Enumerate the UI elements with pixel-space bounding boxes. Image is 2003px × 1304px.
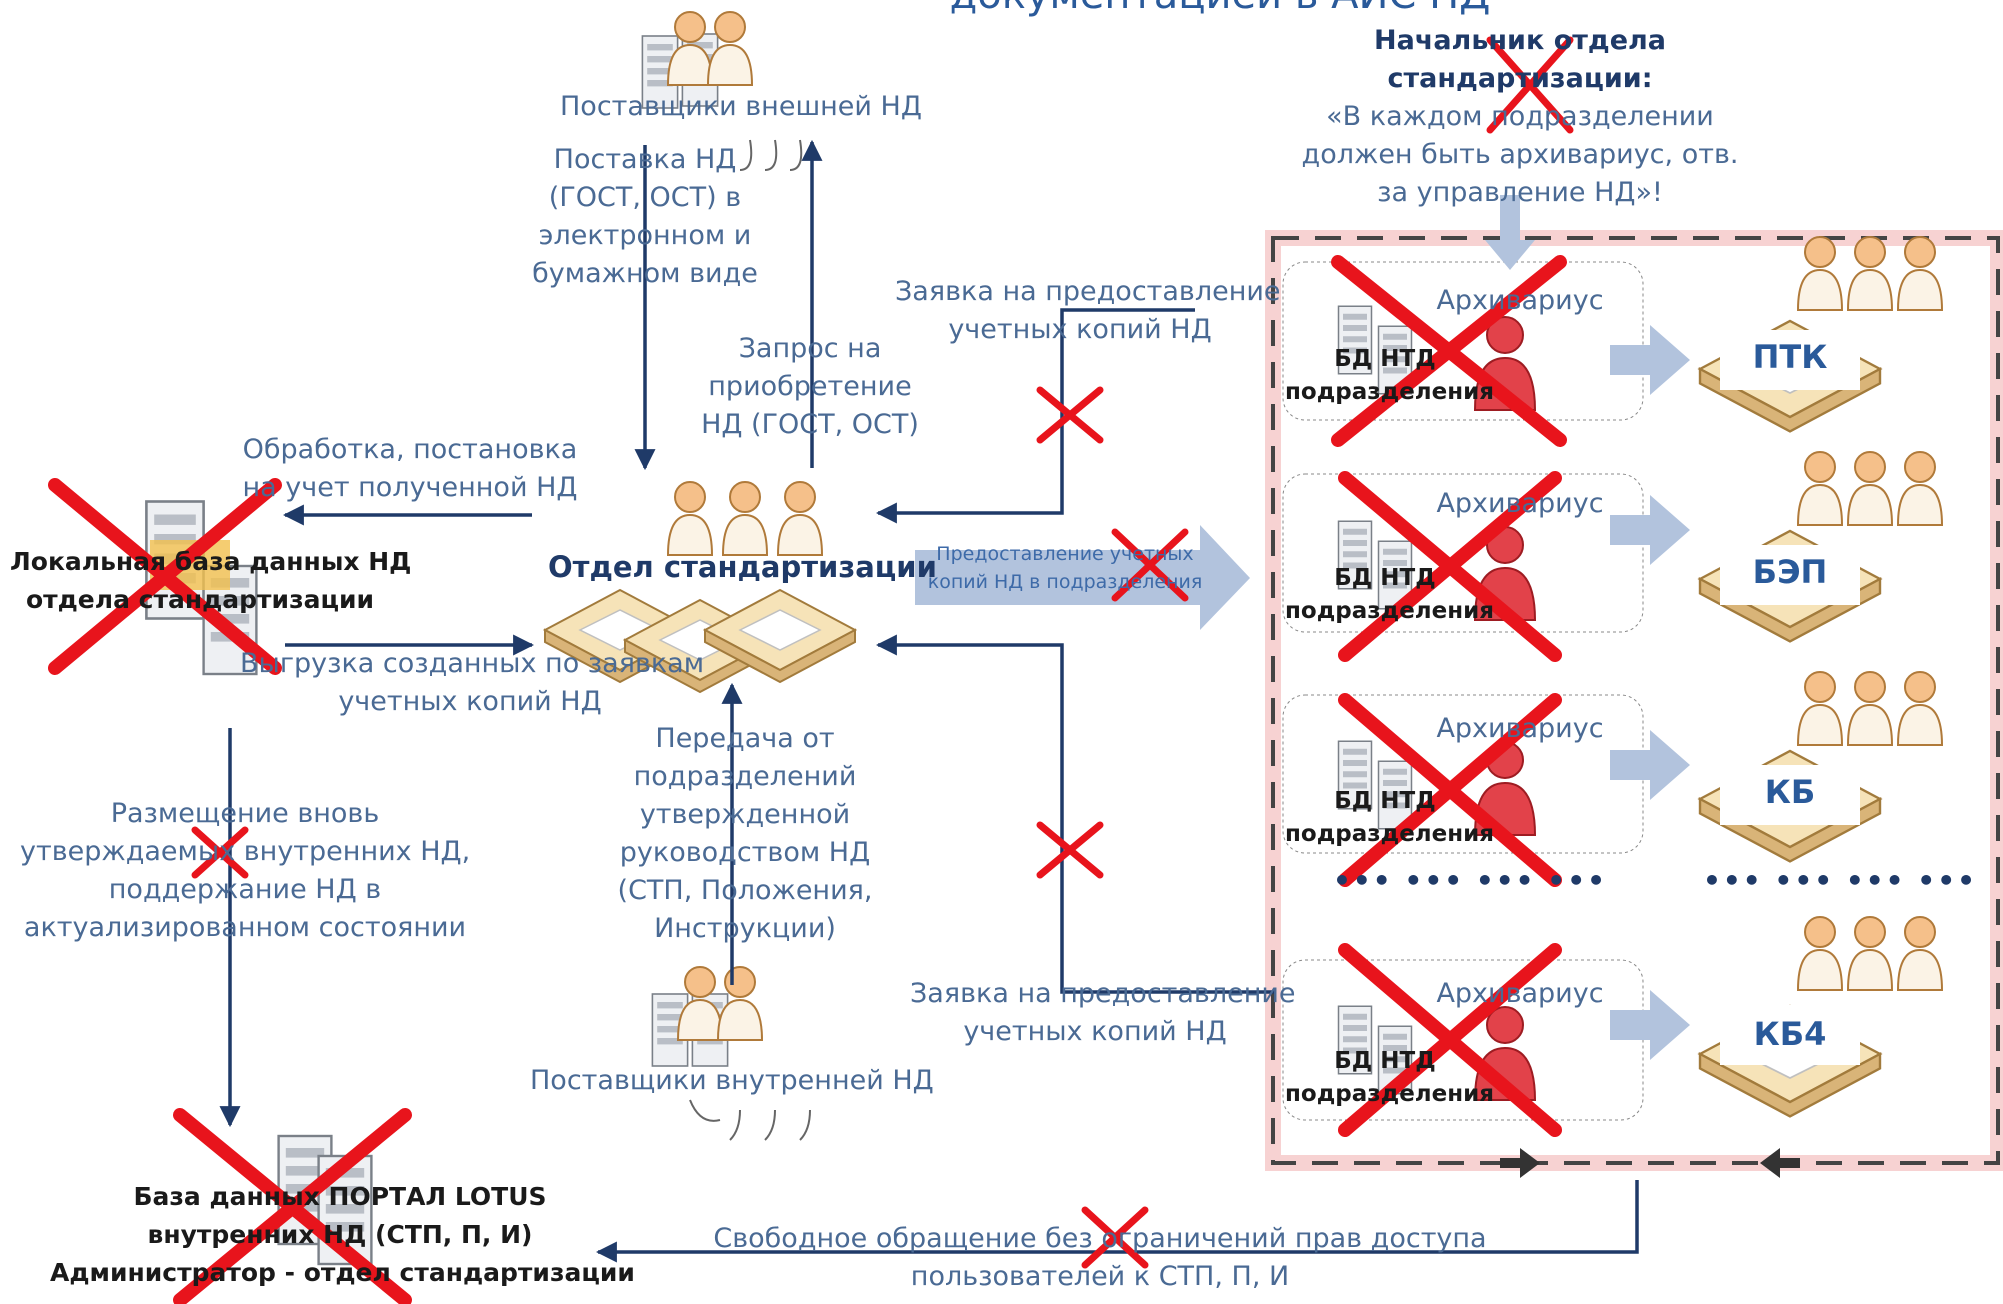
unit-archivist-label: Архивариус xyxy=(1436,285,1604,316)
flow-supply-line: электронном и xyxy=(538,220,752,251)
unit-db-label: БД НТД подразделения xyxy=(1285,343,1495,409)
internal-suppliers-icon xyxy=(651,966,811,1141)
standardization-dept-label: Отдел стандартизации xyxy=(548,550,937,584)
internal-suppliers-label: Поставщики внутренней НД xyxy=(530,1065,934,1096)
unit-db-line: БД НТД xyxy=(1334,346,1436,372)
flow-export-line: учетных копий НД xyxy=(338,686,602,717)
unit-name-kb4: КБ4 xyxy=(1753,1015,1827,1053)
chief-title2: стандартизации: xyxy=(1387,63,1653,94)
unit-name-ptk: ПТК xyxy=(1752,338,1828,376)
unit-db-label: БД НТД подразделения xyxy=(1285,785,1495,851)
external-suppliers-label: Поставщики внешней НД xyxy=(560,91,922,122)
unit-db-label: БД НТД подразделения xyxy=(1285,1045,1495,1111)
local-db-line2: отдела стандартизации xyxy=(25,585,375,614)
chief-title1: Начальник отдела xyxy=(1373,25,1667,56)
flow-purchase-line: НД (ГОСТ, ОСТ) xyxy=(701,409,919,440)
small-red-crosses xyxy=(191,36,1574,1269)
flow-transfer-line: (СТП, Положения, xyxy=(617,875,873,906)
flow-supply-line: бумажном виде xyxy=(532,258,758,289)
flow-provision: Предоставление учетных копий НД в подраз… xyxy=(920,540,1210,596)
unit-archivist-label: Архивариус xyxy=(1436,978,1604,1009)
flow-placement-line: поддержание НД в xyxy=(108,874,382,905)
flow-supply-line: Поставка НД xyxy=(553,144,737,175)
flow-transfer-line: подразделений xyxy=(633,761,857,792)
header-title: документацией в АИС НД xyxy=(820,0,1620,18)
flow-export-line: Выгрузка созданных по заявкам xyxy=(240,648,705,679)
unit-db-line: подразделения xyxy=(1285,1081,1495,1107)
flow-purchase-line: Запрос на xyxy=(738,333,882,364)
chief-quote2: должен быть архивариус, отв. xyxy=(1301,139,1739,170)
flow-free-access-line: пользователей к СТП, П, И xyxy=(910,1261,1290,1292)
flow-purchase-line: приобретение xyxy=(708,371,912,402)
unit-db-line: БД НТД xyxy=(1334,565,1436,591)
flow-provision-line: Предоставление учетных xyxy=(936,543,1194,565)
portal-db-label: База данных ПОРТАЛ LOTUS внутренних НД (… xyxy=(50,1178,635,1292)
flow-request-bottom-line: учетных копий НД xyxy=(963,1016,1227,1047)
units-boundary xyxy=(1271,236,2000,1165)
unit-db-line: БД НТД xyxy=(1334,788,1436,814)
flow-processing-line: Обработка, постановка xyxy=(242,434,578,465)
boundary-arrow-right xyxy=(1500,1148,1540,1178)
flow-export: Выгрузка созданных по заявкам учетных ко… xyxy=(240,645,705,721)
flow-free-access: Свободное обращение без ограничений прав… xyxy=(700,1220,1500,1296)
unit-archivist-label: Архивариус xyxy=(1436,488,1604,519)
flow-supply: Поставка НД (ГОСТ, ОСТ) в электронном и … xyxy=(515,141,775,293)
portal-db-line1: База данных ПОРТАЛ LOTUS xyxy=(133,1182,547,1211)
external-suppliers-icon xyxy=(641,11,803,171)
portal-db-line2: внутренних НД (СТП, П, И) xyxy=(147,1220,533,1249)
flow-transfer-line: руководством НД xyxy=(619,837,871,868)
flow-request-top: Заявка на предоставление учетных копий Н… xyxy=(895,273,1281,349)
unit-db-line: БД НТД xyxy=(1334,1048,1436,1074)
red-crosses xyxy=(48,255,1567,1304)
units-ellipsis-right: ••• ••• ••• ••• xyxy=(1702,864,1977,897)
flow-supply-line: (ГОСТ, ОСТ) в xyxy=(548,182,742,213)
flow-request-top-line: Заявка на предоставление xyxy=(895,276,1281,307)
chief-quote3: за управление НД»! xyxy=(1377,177,1663,208)
unit-name-bep: БЭП xyxy=(1752,553,1828,591)
local-db-line1: Локальная база данных НД xyxy=(10,547,412,576)
flow-purchase-request: Запрос на приобретение НД (ГОСТ, ОСТ) xyxy=(690,330,930,444)
local-db-label: Локальная база данных НД отдела стандарт… xyxy=(10,543,412,619)
unit-db-line: подразделения xyxy=(1285,821,1495,847)
unit-db-label: БД НТД подразделения xyxy=(1285,562,1495,628)
flow-request-bottom-line: Заявка на предоставление xyxy=(910,978,1296,1009)
flow-free-access-line: Свободное обращение без ограничений прав… xyxy=(713,1223,1487,1254)
flow-arrows xyxy=(219,139,1639,1263)
chief-quote1: «В каждом подразделении xyxy=(1326,101,1714,132)
boundary-arrow-left xyxy=(1760,1148,1800,1178)
flow-placement-line: утверждаемых внутренних НД, xyxy=(20,836,471,867)
unit-name-kb: КБ xyxy=(1764,773,1816,811)
portal-db-line3: Администратор - отдел стандартизации xyxy=(50,1258,635,1287)
flow-transfer-line: Инструкции) xyxy=(654,913,836,944)
flow-placement-line: актуализированном состоянии xyxy=(23,912,467,943)
flow-transfer: Передача от подразделений утвержденной р… xyxy=(610,720,880,948)
unit-archivist-label: Архивариус xyxy=(1436,713,1604,744)
flow-processing-line: на учет полученной НД xyxy=(242,472,578,503)
chief-block: Начальник отдела стандартизации: «В кажд… xyxy=(1270,22,1770,212)
flow-request-top-line: учетных копий НД xyxy=(948,314,1212,345)
flow-placement: Размещение вновь утверждаемых внутренних… xyxy=(20,795,470,947)
flow-transfer-line: утвержденной xyxy=(639,799,851,830)
unit-db-line: подразделения xyxy=(1285,379,1495,405)
flow-processing: Обработка, постановка на учет полученной… xyxy=(240,431,580,507)
unit-db-line: подразделения xyxy=(1285,598,1495,624)
flow-transfer-line: Передача от xyxy=(655,723,835,754)
units-ellipsis-left: ••• ••• ••• ••• xyxy=(1332,864,1607,897)
flow-request-bottom: Заявка на предоставление учетных копий Н… xyxy=(910,975,1296,1051)
chief-arrow xyxy=(1485,195,1535,270)
flow-placement-line: Размещение вновь xyxy=(110,798,380,829)
flow-provision-line: копий НД в подразделения xyxy=(927,571,1203,593)
